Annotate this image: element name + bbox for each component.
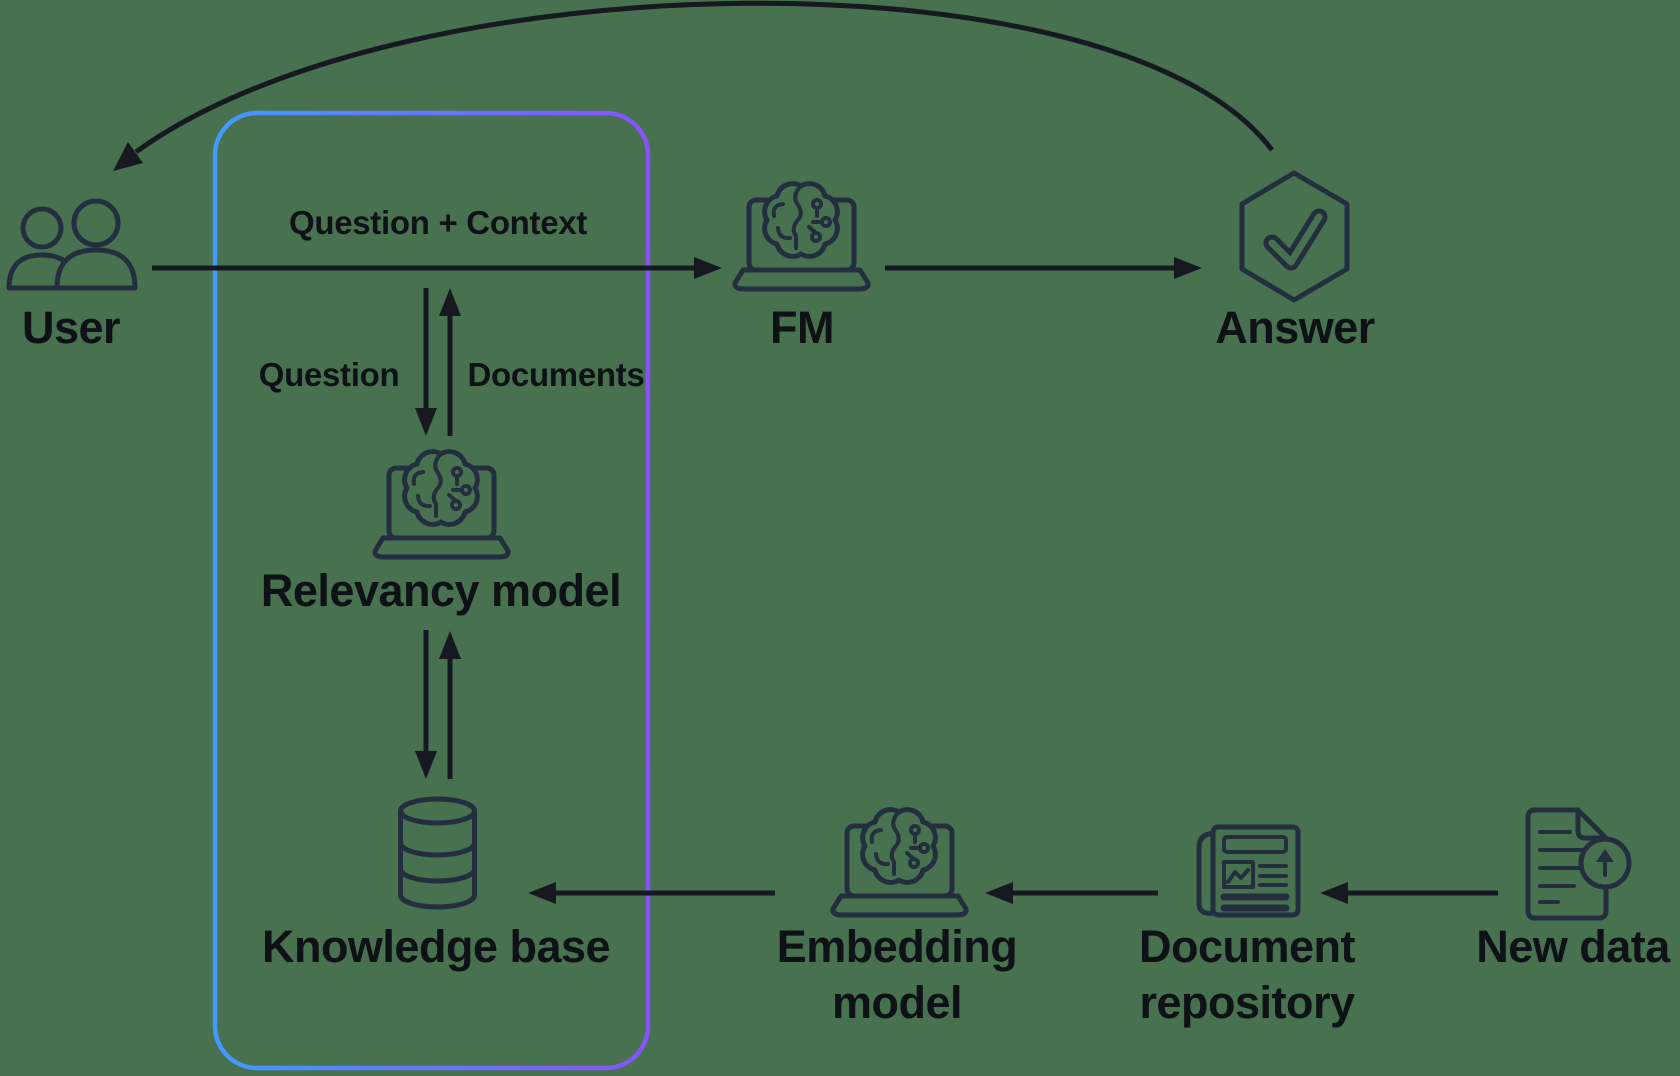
newdata-to-repository-arrow (1320, 882, 1498, 904)
new-data-label: New data (1476, 921, 1670, 972)
fm-to-answer-arrow (885, 257, 1202, 279)
new-data-icon (1525, 807, 1632, 921)
database-icon (398, 796, 477, 910)
fm-icon (735, 184, 868, 289)
embedding-model-icon (833, 810, 966, 915)
question-context-label: Question + Context (288, 204, 588, 241)
fm-label: FM (770, 302, 834, 353)
repository-to-embedding-arrow (985, 882, 1158, 904)
user-label: User (21, 302, 121, 353)
answer-to-user-arc (113, 0, 1274, 171)
users-icon (6, 198, 138, 291)
knowledge-base-label: Knowledge base (261, 921, 611, 972)
relevancy-model-label: Relevancy model (260, 565, 622, 616)
embedding-to-kb-arrow (528, 882, 775, 904)
relevancy-to-kb-arrow (415, 630, 437, 779)
kb-to-relevancy-arrow (439, 631, 461, 779)
answer-check-hexagon-icon (1239, 170, 1350, 303)
question-label: Question (258, 356, 400, 393)
embedding-model-label: Embedding model (776, 921, 1018, 1029)
retrieval-box (212, 110, 651, 1071)
upload-arrow-icon (1596, 849, 1614, 862)
relevancy-model-icon (375, 452, 508, 557)
documents-up-arrow (439, 288, 461, 436)
document-repository-label: Document repository (1138, 921, 1356, 1029)
document-repository-icon (1196, 824, 1301, 918)
documents-label: Documents (467, 356, 645, 393)
user-to-fm-arrow (152, 257, 722, 279)
question-down-arrow (415, 288, 437, 436)
answer-label: Answer (1215, 302, 1375, 353)
